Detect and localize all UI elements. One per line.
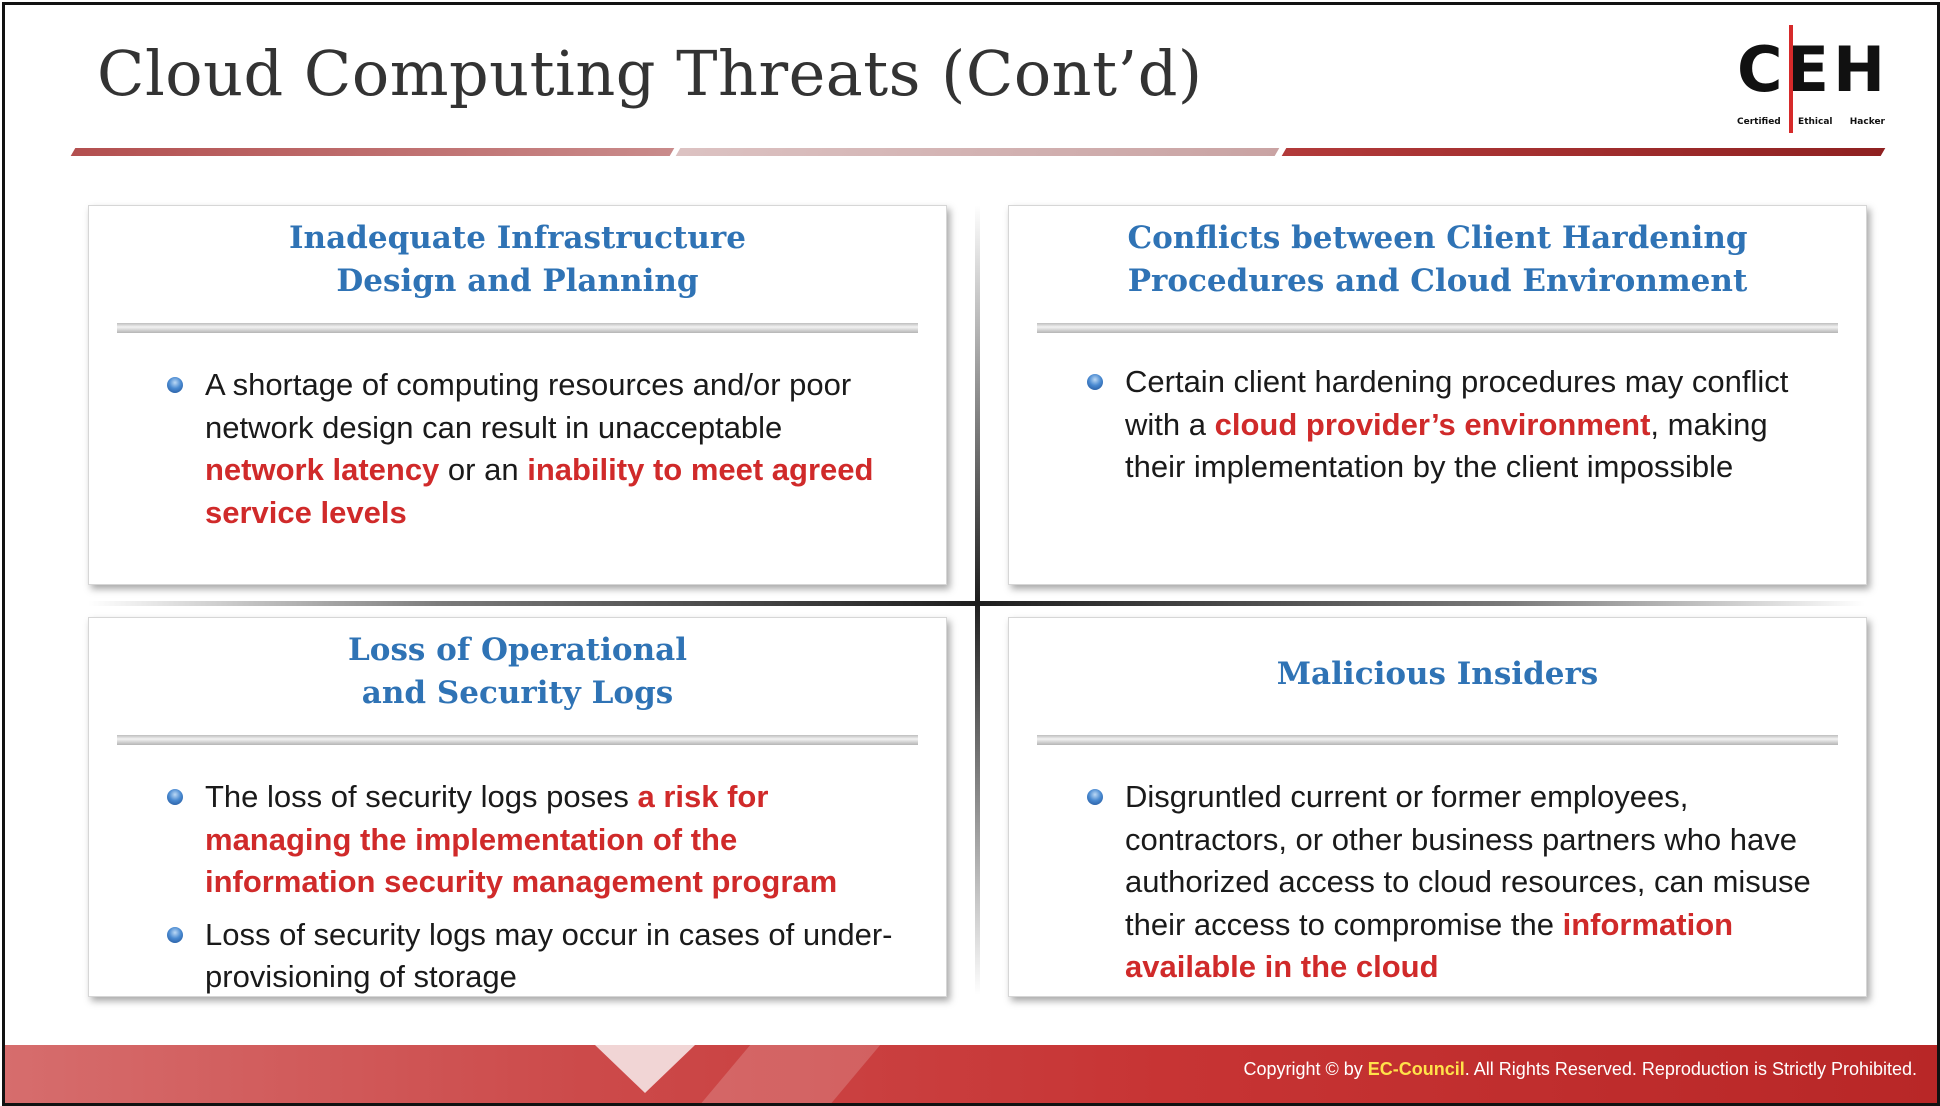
panel-divider [117,323,918,333]
panel-body: The loss of security logs poses a risk f… [167,776,906,1009]
panel-heading-line: Procedures and Cloud Environment [1127,263,1748,299]
highlight-text: information available in the cloud [1125,906,1734,985]
panel-heading-line: and Security Logs [361,675,674,711]
bullet-icon [167,789,183,805]
highlight-text: a risk for managing the implementation o… [205,779,838,899]
bullet-text: Loss of security logs may occur in cases… [205,916,893,995]
logo-letter-h: H [1833,33,1885,106]
footer-triangle-decoration [595,1045,695,1093]
panel-heading-line: Malicious Insiders [1276,655,1599,692]
panel-body: Certain client hardening procedures may … [1087,361,1826,499]
bullet-icon [167,926,183,943]
logo-sub-ethical: Ethical [1798,117,1833,127]
copyright-text: Copyright © by EC-Council. All Rights Re… [1243,1059,1917,1079]
title-underline [70,148,1886,156]
panel-heading-line: Design and Planning [336,263,699,299]
panel-heading: Conflicts between Client Hardening Proce… [1009,220,1866,300]
bullet-item: Certain client hardening procedures may … [1087,361,1826,489]
vertical-divider [975,205,980,995]
panel-inadequate-infrastructure: Inadequate Infrastructure Design and Pla… [88,205,947,585]
footer-slant-decoration [691,1045,889,1103]
highlight-text: cloud provider’s environment [1214,406,1651,442]
panel-heading: Loss of Operational and Security Logs [89,632,946,712]
logo-letter-e: E [1786,33,1829,106]
logo-sub-hacker: Hacker [1849,117,1885,127]
logo-red-bar [1789,25,1793,133]
panel-heading: Malicious Insiders [1009,634,1866,714]
panel-divider [1037,323,1838,333]
panel-malicious-insiders: Malicious Insiders Disgruntled current o… [1008,617,1867,997]
ceh-logo: C E H Certified Ethical Hacker [1737,23,1885,135]
bullet-item: The loss of security logs poses a risk f… [167,776,906,904]
panel-heading-line: Inadequate Infrastructure [289,220,746,256]
panel-body: Disgruntled current or former employees,… [1087,776,1826,999]
panel-divider [1037,735,1838,745]
panel-client-hardening-conflicts: Conflicts between Client Hardening Proce… [1008,205,1867,585]
panel-heading-line: Loss of Operational [348,632,687,668]
highlight-text: network latency [205,452,440,487]
bullet-text: Certain client hardening procedures may … [1125,364,1789,484]
bullet-icon [1087,374,1103,390]
horizontal-divider [88,601,1865,606]
bullet-text: A shortage of computing resources and/or… [205,367,874,530]
bullet-icon [1087,789,1103,805]
bullet-item: Disgruntled current or former employees,… [1087,776,1826,989]
slide-title: Cloud Computing Threats (Cont’d) [97,37,1203,110]
panel-loss-of-logs: Loss of Operational and Security Logs Th… [88,617,947,997]
panel-body: A shortage of computing resources and/or… [167,364,906,544]
bullet-text: The loss of security logs poses a risk f… [205,779,838,899]
highlight-text: inability to meet agreed service levels [205,452,874,530]
panel-divider [117,735,918,745]
panel-heading: Inadequate Infrastructure Design and Pla… [89,220,946,300]
bullet-item: A shortage of computing resources and/or… [167,364,906,534]
panel-heading-line: Conflicts between Client Hardening [1127,220,1748,256]
ec-council-brand: EC-Council [1367,1059,1465,1079]
bullet-icon [167,377,183,393]
footer-bar: Copyright © by EC-Council. All Rights Re… [5,1045,1937,1103]
bullet-item: Loss of security logs may occur in cases… [167,914,906,999]
bullet-text: Disgruntled current or former employees,… [1125,779,1811,984]
logo-letter-c: C [1737,33,1783,106]
logo-sub-certified: Certified [1737,117,1781,127]
